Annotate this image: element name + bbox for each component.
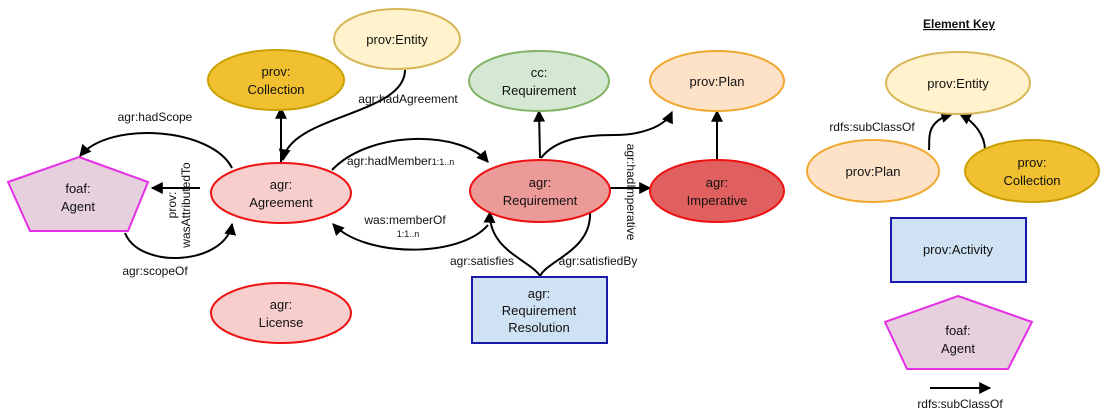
- svg-text:Requirement: Requirement: [502, 83, 577, 98]
- svg-text:agr:: agr:: [528, 286, 550, 301]
- svg-text:Agreement: Agreement: [249, 195, 313, 210]
- svg-text:prov:Entity: prov:Entity: [366, 32, 428, 47]
- key-node-prov-plan: prov:Plan: [806, 139, 940, 203]
- svg-text:agr:: agr:: [529, 175, 551, 190]
- svg-text:prov:Plan: prov:Plan: [690, 74, 745, 89]
- svg-text:prov:Activity: prov:Activity: [923, 242, 994, 257]
- node-prov-plan[interactable]: prov:Plan: [649, 50, 785, 112]
- svg-text:Requirement: Requirement: [503, 193, 578, 208]
- svg-text:prov:: prov:: [262, 64, 291, 79]
- svg-text:prov:: prov:: [165, 192, 179, 219]
- svg-text:agr:: agr:: [270, 177, 292, 192]
- edge-had-member: [331, 138, 489, 171]
- key-node-prov-activity: prov:Activity: [890, 217, 1027, 283]
- svg-text:foaf:: foaf:: [65, 181, 90, 196]
- node-prov-collection[interactable]: prov: Collection: [207, 49, 345, 111]
- svg-text:License: License: [259, 315, 304, 330]
- svg-text:cc:: cc:: [531, 65, 548, 80]
- svg-text:foaf:: foaf:: [945, 323, 970, 338]
- svg-text:Imperative: Imperative: [687, 193, 748, 208]
- key-node-prov-entity: prov:Entity: [885, 51, 1031, 115]
- edge-requirement-to-plan: [540, 110, 673, 159]
- edge-requirement-to-cc: [533, 109, 546, 159]
- node-agr-agreement[interactable]: agr: Agreement: [210, 162, 352, 224]
- label-was-member-of-cardinality: 1:1..n: [397, 229, 420, 239]
- edge-was-member-of: [332, 223, 489, 251]
- edge-had-scope: [79, 132, 233, 169]
- svg-text:Agent: Agent: [941, 341, 975, 356]
- svg-text:Collection: Collection: [247, 82, 304, 97]
- label-had-member: agr:hadMember1:1..n: [347, 154, 454, 168]
- svg-text:prov:Entity: prov:Entity: [927, 76, 989, 91]
- node-cc-requirement[interactable]: cc: Requirement: [468, 50, 610, 112]
- key-legend-arrow-label: rdfs:subClassOf: [917, 397, 1003, 411]
- key-title: Element Key: [923, 17, 995, 31]
- node-agr-requirement[interactable]: agr: Requirement: [469, 159, 611, 223]
- label-scope-of: agr:scopeOf: [122, 264, 188, 278]
- svg-text:Collection: Collection: [1003, 173, 1060, 188]
- svg-text:agr:: agr:: [706, 175, 728, 190]
- svg-text:prov:Plan: prov:Plan: [846, 164, 901, 179]
- svg-text:Resolution: Resolution: [508, 320, 569, 335]
- edge-scope-of: [124, 222, 237, 259]
- svg-text:wasAttributedTo: wasAttributedTo: [179, 162, 193, 249]
- node-agr-requirement-resolution[interactable]: agr: Requirement Resolution: [471, 276, 608, 344]
- key-subclass-label: rdfs:subClassOf: [829, 120, 915, 134]
- key-node-foaf-agent: foaf: Agent: [883, 294, 1034, 370]
- label-had-scope: agr:hadScope: [118, 110, 193, 124]
- label-satisfies: agr:satisfies: [450, 254, 514, 268]
- key-edge-plan-to-entity: [928, 111, 954, 151]
- label-was-attributed-to: prov: wasAttributedTo: [165, 162, 193, 249]
- svg-text:Requirement: Requirement: [502, 303, 577, 318]
- edge-satisfies: [483, 210, 541, 277]
- node-foaf-agent[interactable]: foaf: Agent: [6, 155, 150, 232]
- label-was-member-of: was:memberOf: [363, 213, 446, 227]
- edge-satisfied-by: [539, 211, 592, 277]
- node-agr-imperative[interactable]: agr: Imperative: [649, 159, 785, 223]
- label-had-agreement: agr:hadAgreement: [358, 92, 458, 106]
- node-agr-license[interactable]: agr: License: [210, 282, 352, 344]
- label-satisfied-by: agr:satisfiedBy: [559, 254, 638, 268]
- svg-text:Agent: Agent: [61, 199, 95, 214]
- key-edge-collection-to-entity: [958, 113, 986, 151]
- svg-text:agr:: agr:: [270, 297, 292, 312]
- node-prov-entity[interactable]: prov:Entity: [333, 8, 461, 70]
- key-node-prov-collection: prov: Collection: [964, 139, 1100, 203]
- edge-had-agreement: [278, 69, 406, 162]
- label-had-imperative: agr:hadImperative: [624, 144, 638, 241]
- svg-text:prov:: prov:: [1018, 155, 1047, 170]
